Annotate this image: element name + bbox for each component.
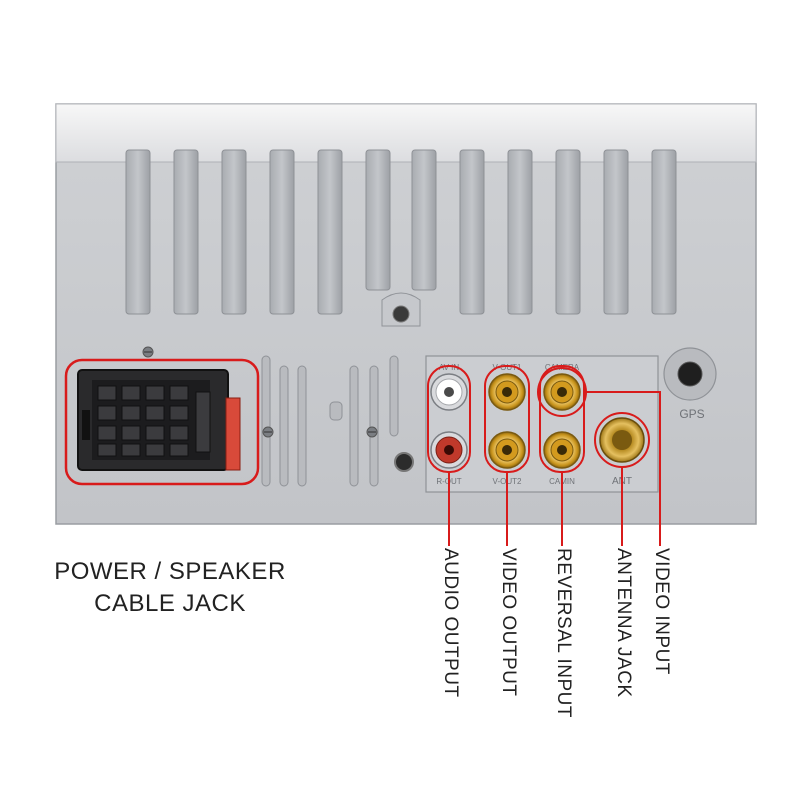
rca-av-in-jack[interactable]	[430, 373, 468, 411]
screws	[142, 346, 414, 472]
reversal-input-label: REVERSAL INPUT	[553, 548, 574, 718]
rca-v-out2-jack[interactable]	[488, 431, 526, 469]
audio-output-label: AUDIO OUTPUT	[440, 548, 461, 698]
label-gps: GPS	[679, 407, 704, 421]
video-input-label: VIDEO INPUT	[651, 548, 672, 675]
rca-camin-jack[interactable]	[543, 431, 581, 469]
power-speaker-connector[interactable]	[77, 369, 241, 471]
power-callout-line2: CABLE JACK	[94, 590, 246, 617]
rca-v-out1-jack[interactable]	[488, 373, 526, 411]
antenna-jack[interactable]	[599, 417, 645, 463]
vent-slots	[261, 355, 399, 487]
callout-lines	[448, 391, 661, 546]
power-speaker-callout: POWER / SPEAKER CABLE JACK	[40, 556, 300, 620]
video-output-label: VIDEO OUTPUT	[498, 548, 519, 697]
label-port-top-2: V-OUT1	[493, 363, 522, 372]
gps-port[interactable]	[663, 347, 717, 401]
heat-sink-fins	[125, 149, 677, 327]
power-connector-highlight	[64, 358, 260, 486]
rca-r-out-jack[interactable]	[430, 431, 468, 469]
rca-camera-jack[interactable]	[543, 373, 581, 411]
label-port-top-1: AV IN	[439, 363, 460, 372]
power-callout-line1: POWER / SPEAKER	[54, 558, 286, 585]
antenna-jack-label: ANTENNA JACK	[613, 548, 634, 698]
